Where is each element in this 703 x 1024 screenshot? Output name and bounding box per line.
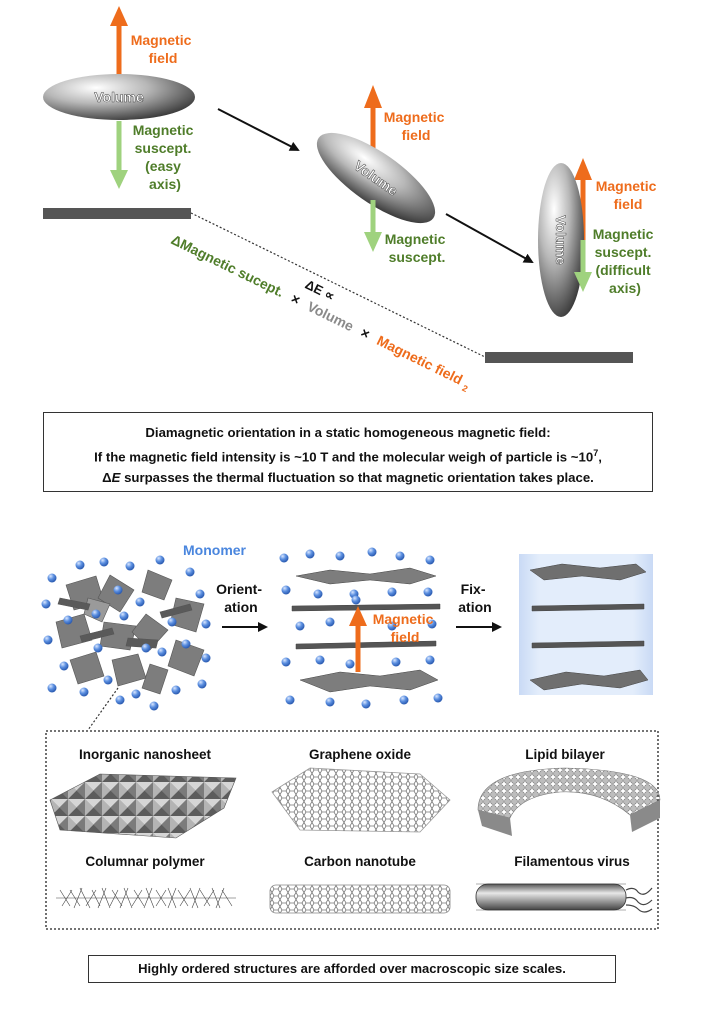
info-line-3: ΔE surpasses the thermal fluctuation so … — [102, 470, 594, 486]
fixed-gel-panel — [519, 554, 653, 695]
suscept-label-1: Magnetic suscept. (easy axis) — [133, 122, 198, 192]
suscept-arrowhead-1 — [110, 170, 128, 189]
delta-e-proportional: ΔE ∝ — [303, 277, 337, 304]
field-superscript: 2 — [460, 383, 469, 394]
ellipse-2-group: Volume Magnetic field Magnetic suscept. — [316, 85, 450, 265]
volume-label-1: Volume — [94, 89, 144, 105]
volume-ellipse-2 — [316, 132, 436, 224]
energy-level-bar-2 — [485, 352, 633, 363]
ellipse-1-group: Volume Magnetic field Magnetic suscept. … — [43, 6, 198, 219]
energy-level-bar-1 — [43, 208, 191, 219]
delta-suscept-text: ΔMagnetic sucept. — [169, 231, 287, 300]
process-field-arrowhead — [349, 606, 367, 626]
monomer-label: Monomer — [183, 542, 247, 558]
material-label-virus: Filamentous virus — [514, 854, 630, 869]
times-symbol-1: × — [289, 290, 303, 308]
times-symbol-2: × — [358, 324, 372, 342]
info-line-1: Diamagnetic orientation in a static homo… — [145, 425, 551, 440]
material-label-columnar: Columnar polymer — [85, 854, 205, 869]
volume-ellipse-3 — [538, 163, 584, 317]
field-arrowhead-2 — [364, 85, 382, 108]
oriented-structure: Magnetic field — [279, 547, 443, 709]
volume-label-3: Volume — [553, 215, 569, 265]
field-label-2: Magnetic field — [384, 109, 449, 143]
bottom-box: Highly ordered structures are afforded o… — [88, 955, 616, 983]
suscept-arrowhead-3 — [574, 272, 592, 292]
material-label-lipid: Lipid bilayer — [525, 747, 605, 762]
bottom-box-text: Highly ordered structures are afforded o… — [138, 961, 566, 976]
graphene-oxide-image — [271, 767, 451, 833]
field-label-3: Magnetic field — [596, 178, 661, 212]
info-box: Diamagnetic orientation in a static homo… — [43, 412, 653, 492]
process-field-label: Magnetic field — [373, 611, 438, 645]
material-label-graphene: Graphene oxide — [309, 747, 412, 762]
zoom-dotted-line — [87, 687, 119, 731]
lipid-bilayer-image — [477, 767, 661, 836]
volume-ellipse-1 — [43, 74, 195, 120]
random-mixture — [41, 555, 211, 711]
carbon-nanotube-image — [269, 884, 451, 914]
energy-dotted-line — [190, 212, 486, 358]
suscept-arrowhead-2 — [364, 232, 382, 252]
materials-box: Inorganic nanosheet Graphene oxide Lipid… — [45, 730, 661, 930]
field-label-1: Magnetic field — [131, 32, 196, 66]
info-line-2: If the magnetic field intensity is ~10 T… — [94, 448, 602, 465]
suscept-label-2: Magnetic suscept. — [385, 231, 450, 265]
transition-arrow-2 — [445, 213, 534, 263]
suscept-label-3: Magnetic suscept. (difficult axis) — [593, 226, 658, 296]
transition-arrow-1 — [217, 108, 300, 151]
material-label-inorganic: Inorganic nanosheet — [79, 747, 212, 762]
material-label-nanotube: Carbon nanotube — [304, 854, 416, 869]
process-section: Monomer — [41, 542, 653, 731]
field-text: Magnetic field — [374, 332, 465, 387]
field-arrowhead-3 — [574, 158, 592, 180]
orientation-label: Orient- ation — [216, 581, 266, 615]
field-arrowhead-1 — [110, 6, 128, 26]
filamentous-virus-image — [475, 883, 653, 913]
inorganic-nanosheet-image — [49, 773, 237, 839]
ellipse-3-group: Volume Magnetic field Magnetic suscept. … — [485, 158, 661, 363]
fixation-label: Fix- ation — [458, 581, 491, 615]
columnar-polymer-image — [56, 887, 236, 909]
